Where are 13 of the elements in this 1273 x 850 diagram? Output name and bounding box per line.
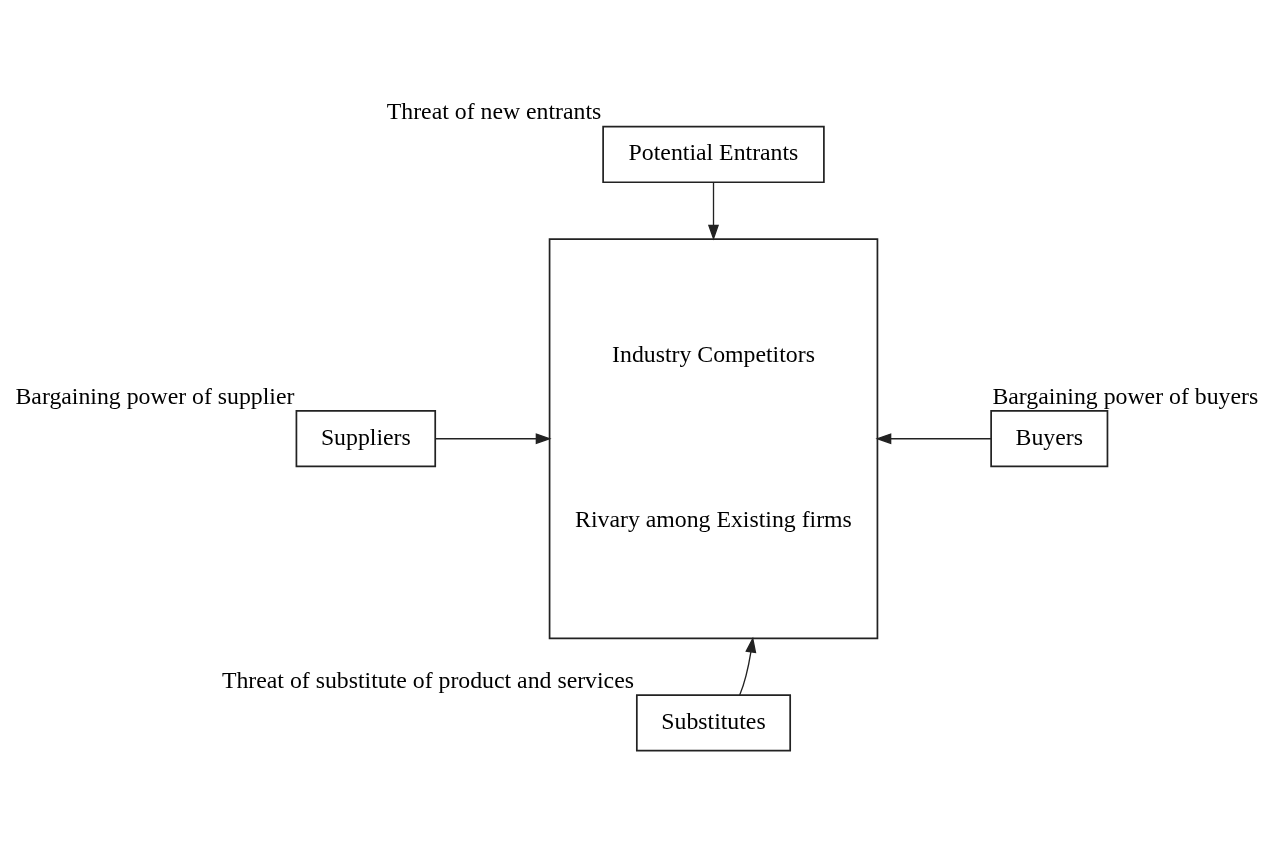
node-box: Substitutes <box>635 693 792 752</box>
node-label: Bargaining power of buyers <box>992 382 1259 409</box>
node-label: Threat of new entrants <box>386 97 602 124</box>
arrow <box>739 636 757 696</box>
node-box: Buyers <box>990 409 1109 467</box>
node-box: Suppliers <box>295 409 437 467</box>
node-label: Bargaining power of supplier <box>15 382 295 409</box>
arrow <box>875 432 992 444</box>
node-box: Industry Competitors Rivary among Existing firms <box>548 237 879 639</box>
arrow <box>434 432 552 444</box>
arrow <box>707 181 720 241</box>
node-box: Potential Entrants <box>602 125 825 183</box>
node-label: Threat of substitute of product and services <box>221 666 634 693</box>
